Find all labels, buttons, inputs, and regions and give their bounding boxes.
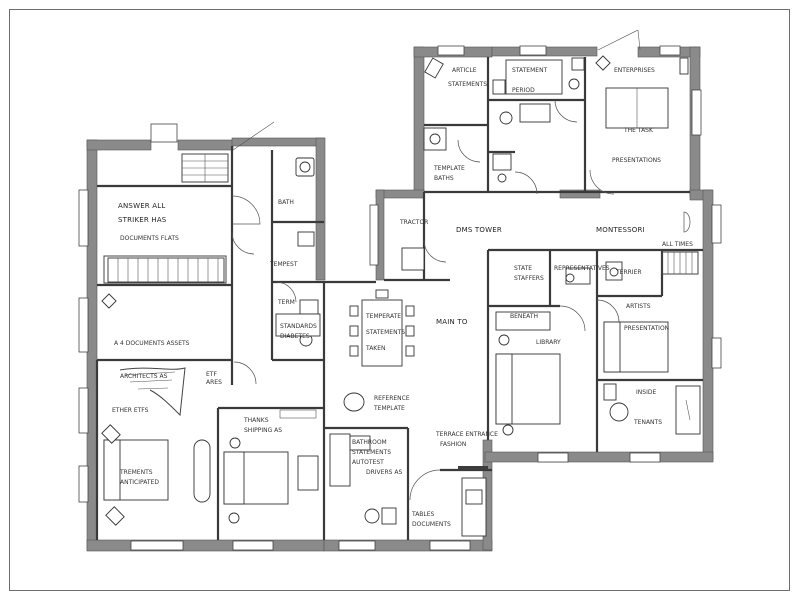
svg-text:TABLES: TABLES xyxy=(411,511,435,518)
room-label-lobby: TRACTOR xyxy=(399,219,428,226)
svg-text:PRESENTATION: PRESENTATION xyxy=(624,325,669,332)
svg-text:ARES: ARES xyxy=(206,379,222,386)
svg-text:AUTOTEST: AUTOTEST xyxy=(352,459,384,466)
room-label-stair-tag: ETF ARES xyxy=(206,371,222,386)
svg-text:BATHROOM: BATHROOM xyxy=(352,439,387,446)
room-label-master: ENTERPRISES THE TASK xyxy=(614,67,655,134)
room-label-east-tag: ALL TIMES xyxy=(662,241,693,248)
room-label-bed-left: TREMENTS ANTICIPATED xyxy=(119,469,159,486)
svg-text:STATE: STATE xyxy=(514,265,532,272)
svg-text:ANTICIPATED: ANTICIPATED xyxy=(120,479,159,486)
svg-text:TEMPLATE: TEMPLATE xyxy=(373,405,405,412)
fixtures xyxy=(101,55,701,537)
room-label-top-a: ARTICLE STATEMENTS xyxy=(448,67,487,88)
svg-text:TEMPERATE: TEMPERATE xyxy=(365,313,401,320)
svg-text:STATEMENTS: STATEMENTS xyxy=(352,449,391,456)
room-label-bath-e: INSIDE TENANTS xyxy=(633,389,662,426)
svg-text:STRIKER HAS: STRIKER HAS xyxy=(118,216,167,224)
room-label-bed-e1: LIBRARY BENEATH xyxy=(510,313,561,346)
svg-text:STATEMENTS: STATEMENTS xyxy=(448,81,487,88)
svg-text:TERRACE ENTRANCE: TERRACE ENTRANCE xyxy=(435,431,498,438)
svg-text:ANSWER ALL: ANSWER ALL xyxy=(118,202,166,210)
svg-text:TREMENTS: TREMENTS xyxy=(119,469,153,476)
room-label-corridor: DMS TOWER xyxy=(456,226,502,234)
room-label-lounge: MAIN TO xyxy=(436,318,468,326)
svg-text:STATEMENT: STATEMENT xyxy=(512,67,548,74)
windows xyxy=(78,45,722,551)
room-label-entry: TABLES DOCUMENTS xyxy=(411,511,451,528)
svg-text:TEMPLATE: TEMPLATE xyxy=(433,165,465,172)
room-label-hall-east: MONTESSORI xyxy=(596,226,645,234)
room-label-bed2: THANKS SHIPPING AS xyxy=(243,417,282,434)
drawing-border xyxy=(9,9,790,591)
room-label-top-b: STATEMENT PERIOD xyxy=(512,67,548,94)
stairs xyxy=(107,153,699,417)
svg-text:TERM: TERM xyxy=(277,299,295,306)
room-label-kitchen: ARCHITECTS AS xyxy=(120,373,168,380)
room-label-lower-left: ETHER ETFS xyxy=(112,407,149,414)
svg-text:ARTICLE: ARTICLE xyxy=(452,67,477,74)
svg-text:LIBRARY: LIBRARY xyxy=(536,339,561,346)
svg-text:REFERENCE: REFERENCE xyxy=(374,395,410,402)
svg-text:ENTERPRISES: ENTERPRISES xyxy=(614,67,655,74)
room-label-ens1: STATE STAFFERS xyxy=(514,265,544,282)
room-label-bed-e2: TERRIER PRESENTATION xyxy=(615,269,669,332)
room-label-top-left: ANSWER ALL STRIKER HAS DOCUMENTS FLATS xyxy=(118,202,179,242)
room-label-utility: TERM STANDARDS DIABETES xyxy=(277,299,317,340)
room-label-bed3-low: DRIVERS AS xyxy=(366,469,402,476)
room-label-left-mid: A 4 DOCUMENTS ASSETS xyxy=(114,340,190,347)
room-label-top-c: TEMPLATE BATHS xyxy=(433,165,465,182)
room-label-ens2: REPRESENTATIVES xyxy=(554,265,610,272)
svg-text:ETF: ETF xyxy=(206,371,217,378)
svg-text:STANDARDS: STANDARDS xyxy=(280,323,317,330)
svg-text:THANKS: THANKS xyxy=(243,417,269,424)
room-label-wc: BATH xyxy=(278,199,294,206)
svg-text:INSIDE: INSIDE xyxy=(636,389,656,396)
svg-text:DOCUMENTS FLATS: DOCUMENTS FLATS xyxy=(120,235,179,242)
room-label-lounge-low: REFERENCE TEMPLATE xyxy=(373,395,410,412)
room-label-bed-e1b: ARTISTS xyxy=(626,303,651,310)
room-label-garden: TERRACE ENTRANCE FASHION xyxy=(435,431,498,448)
room-label-hall-corr: TEMPEST xyxy=(269,261,298,268)
svg-text:STATEMENTS: STATEMENTS xyxy=(366,329,405,336)
svg-text:TAKEN: TAKEN xyxy=(365,345,386,352)
doors xyxy=(231,29,691,501)
svg-text:TENANTS: TENANTS xyxy=(633,419,662,426)
svg-text:DIABETES: DIABETES xyxy=(280,333,310,340)
svg-text:DOCUMENTS: DOCUMENTS xyxy=(412,521,451,528)
svg-text:TERRIER: TERRIER xyxy=(615,269,642,276)
room-labels: ANSWER ALL STRIKER HAS DOCUMENTS FLATS A… xyxy=(112,67,693,528)
room-label-master-low: PRESENTATIONS xyxy=(612,157,661,164)
svg-text:THE TASK: THE TASK xyxy=(623,127,654,134)
svg-text:FASHION: FASHION xyxy=(440,441,466,448)
svg-text:STAFFERS: STAFFERS xyxy=(514,275,544,282)
svg-text:PERIOD: PERIOD xyxy=(512,87,535,94)
svg-text:BENEATH: BENEATH xyxy=(510,313,538,320)
svg-text:BATHS: BATHS xyxy=(434,175,454,182)
svg-text:SHIPPING AS: SHIPPING AS xyxy=(244,427,282,434)
interior-walls xyxy=(95,57,703,540)
room-label-bath-mid: BATHROOM STATEMENTS AUTOTEST xyxy=(352,439,391,466)
room-label-dining: TEMPERATE STATEMENTS TAKEN xyxy=(365,313,405,352)
